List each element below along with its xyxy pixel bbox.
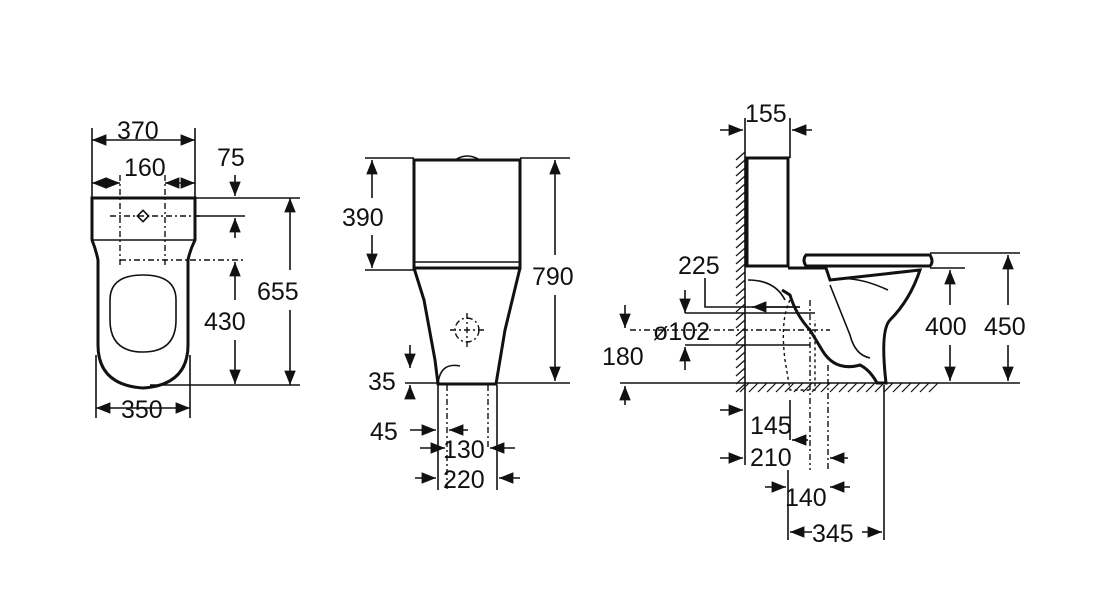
- dim-seat-height: 450: [984, 313, 1026, 341]
- dim-bowl-height: 400: [925, 313, 967, 341]
- dim-total-height: 790: [532, 263, 574, 291]
- side-cistern: [745, 156, 790, 268]
- front-cistern: [412, 158, 522, 270]
- side-view: 155 225 ø102 180 400 450 145 210 140 345: [602, 100, 1026, 548]
- dim-bowl-width: 350: [121, 396, 163, 424]
- dim-cistern-height: 390: [342, 204, 384, 232]
- dim-outlet-height: 180: [602, 343, 644, 371]
- dim-hole-offset: 75: [217, 144, 245, 172]
- dim-outlet-diameter: ø102: [653, 318, 710, 346]
- dim-base-depth: 345: [812, 520, 854, 548]
- dim-overall-length: 655: [257, 278, 299, 306]
- wall-hatch: [735, 150, 746, 393]
- dim-floor-outlet-max: 210: [750, 444, 792, 472]
- dim-hole-spacing: 160: [124, 154, 166, 182]
- floor-hatch: [735, 382, 939, 393]
- dim-seat-length: 430: [204, 308, 246, 336]
- dim-fix-distance: 140: [785, 484, 827, 512]
- side-bowl: [781, 266, 923, 385]
- flush-button-icon: [136, 209, 150, 223]
- dim-cistern-depth: 155: [745, 100, 787, 128]
- front-pedestal: [412, 267, 522, 386]
- dim-base-width: 220: [443, 466, 485, 494]
- dim-fix-offset: 45: [370, 418, 398, 446]
- top-view-outline: [90, 196, 197, 390]
- front-view: 390 790 35 45 130 220: [342, 155, 574, 494]
- dim-floor-outlet-min: 145: [750, 412, 792, 440]
- dim-floor-fix-height: 35: [368, 368, 396, 396]
- top-view: 370 160 75 655 430 350: [90, 117, 300, 424]
- seat-outline: [109, 274, 177, 353]
- dim-fix-spacing: 130: [443, 436, 485, 464]
- dim-outlet-distance: 225: [678, 252, 720, 280]
- dim-overall-width: 370: [117, 117, 159, 145]
- side-seat-lid: [802, 253, 934, 268]
